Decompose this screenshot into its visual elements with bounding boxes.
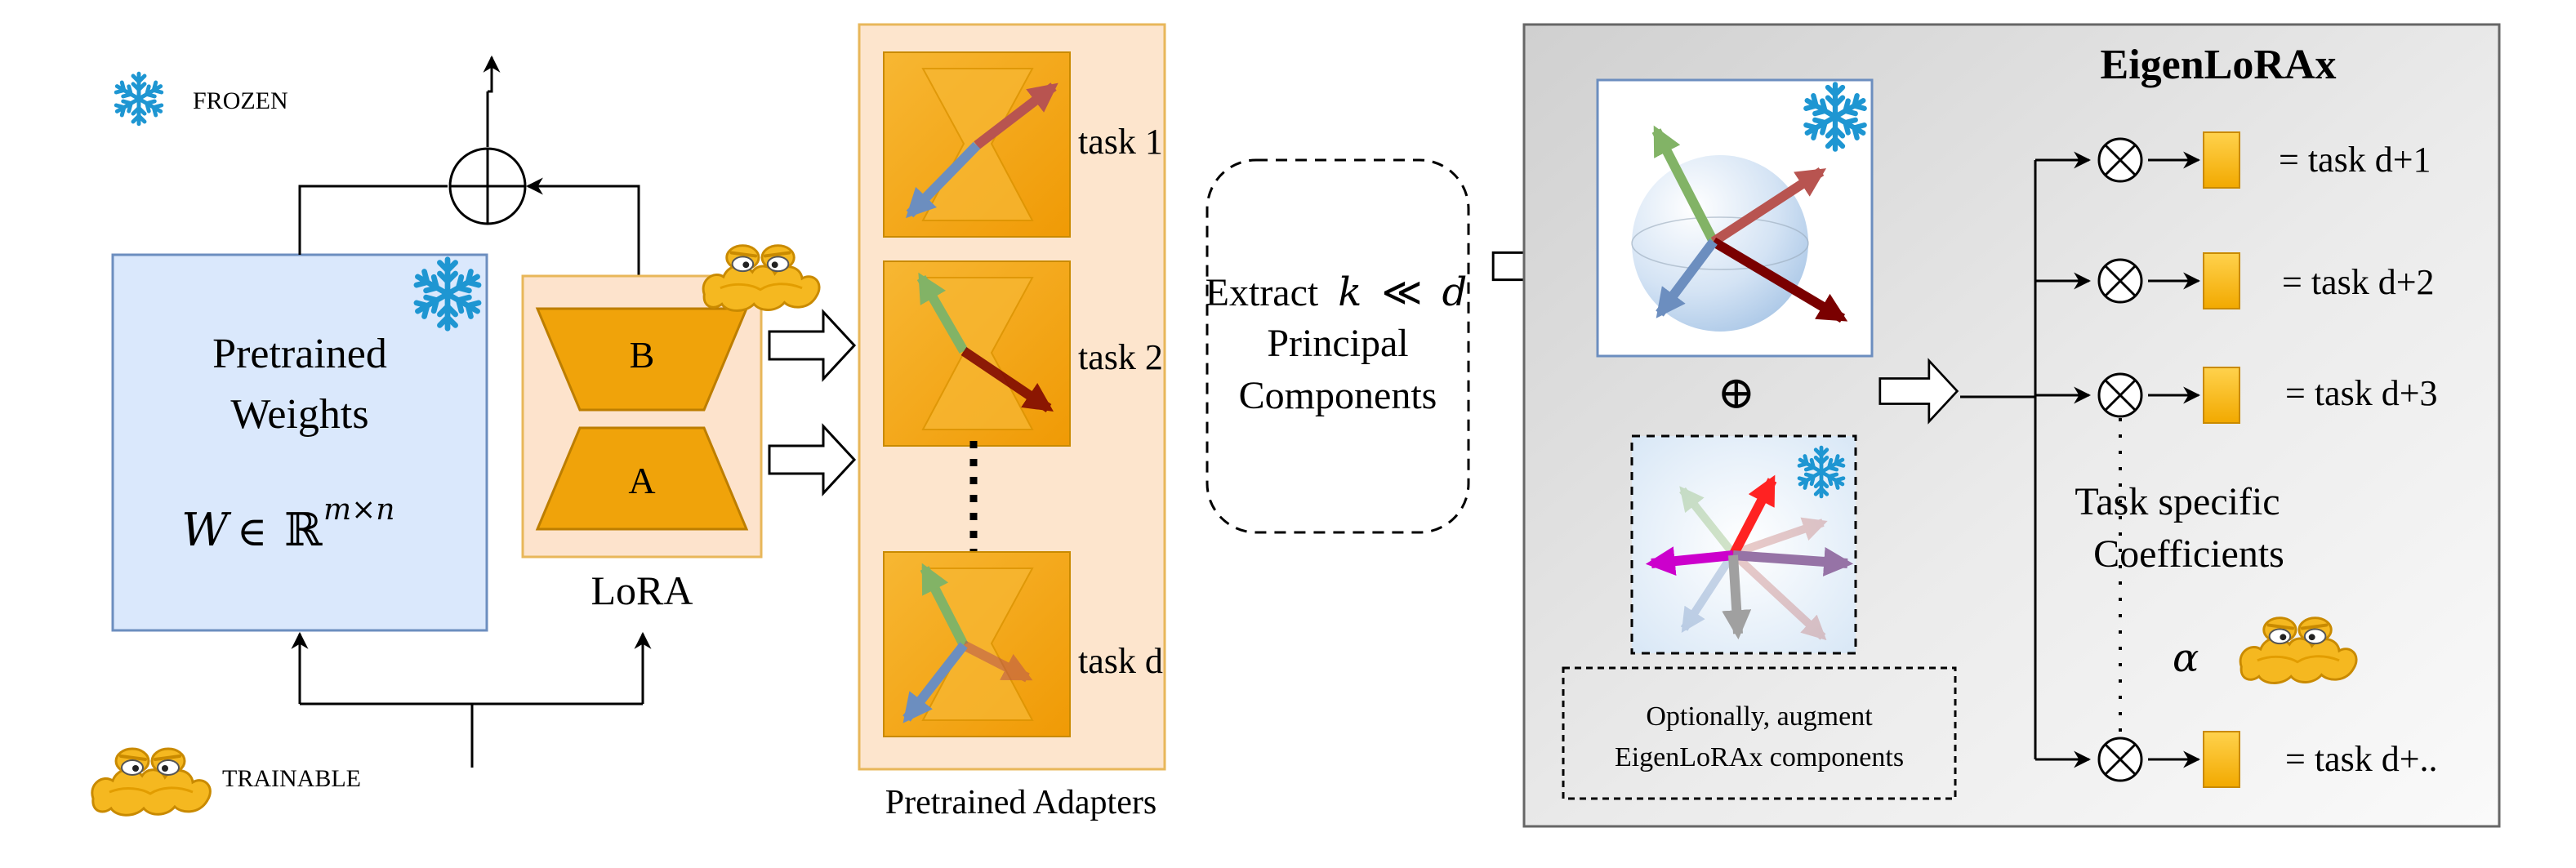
alpha-symbol: α [2173,635,2199,681]
eigenlorax-title: EigenLoRAx [2101,42,2337,88]
task-output-label: = task d+1 [2279,140,2431,180]
coefficient-box [2203,131,2240,189]
sum-node [448,147,527,225]
multiply-icon [2097,258,2143,304]
pretrained-title-line2: Weights [230,391,368,438]
extract-box [1206,158,1470,534]
legend: FROZEN TRAINABLE [90,73,361,817]
adapters-caption: Pretrained Adapters [885,784,1157,821]
coefficient-box [2203,252,2240,309]
formula-r: ℝ [284,505,323,556]
lora-a-trapezoid [535,426,749,531]
lora-b-label: B [630,334,655,376]
coefficient-box [2203,367,2240,424]
task-output-label: = task d+2 [2282,262,2435,302]
weights-formula: W ∈ ℝ m×n [181,493,395,557]
coefficient-branches [1960,151,2201,768]
task-label: task 1 [1078,122,1163,162]
task-label: task 2 [1078,337,1163,377]
lora-b-trapezoid [535,307,749,412]
task-label: task d [1078,641,1163,681]
frozen-label: FROZEN [193,87,288,114]
extract-k: k [1338,269,1362,315]
trainable-label: TRAINABLE [222,765,361,792]
multiply-icon [2097,372,2143,418]
adapter-task-2: task 2 [883,260,1163,447]
lora-block: B A LoRA [521,243,822,613]
augment-line1: Optionally, augment [1646,701,1873,732]
formula-w: W [181,504,232,557]
pretrained-title-line1: Pretrained [212,331,387,377]
pretrained-adapters-block: task 1 task 2 task d Pretrained Adapters [858,23,1166,821]
extract-line3: Components [1239,374,1437,417]
weight-lora-connectors [291,55,652,768]
pretrained-weights-box [111,253,488,632]
task-output-label: = task d+3 [2285,373,2438,413]
formula-in: ∈ [237,509,267,554]
oplus-symbol: ⊕ [1718,368,1756,419]
task-output-label: = task d+.. [2285,739,2438,779]
coefficient-box [2203,731,2240,788]
extract-ll: ≪ [1381,271,1422,314]
multiply-icon [2097,137,2143,183]
lora-a-label: A [628,460,655,501]
adapter-task-1: task 1 [883,51,1163,238]
extract-components-block: Extract k ≪ d Principal Components [1206,158,1470,534]
multiply-icon [2097,737,2143,782]
augment-note: Optionally, augment EigenLoRAx component… [1562,666,1957,800]
block-arrow-icon [768,425,856,495]
extract-line1: Extract k ≪ d [1206,269,1468,315]
block-arrow-icon [768,310,856,381]
extract-line2: Principal [1267,322,1408,365]
adapter-task-d: task d [883,551,1163,737]
principal-components-figure [1596,78,1874,358]
formula-exponent: m×n [323,493,395,527]
extract-prefix: Extract [1206,271,1319,314]
coefficients-line2: Coefficients [2093,532,2284,576]
augment-line2: EigenLoRAx components [1615,742,1904,772]
lorax-mustache-icon [702,243,822,313]
augmented-components-figure [1630,434,1857,655]
snowflake-icon [114,73,163,124]
extract-d: d [1442,269,1468,315]
lora-caption: LoRA [591,568,693,613]
lorax-mustache-icon [90,747,212,817]
pretrained-weights-block: Pretrained Weights W ∈ ℝ m×n [111,253,488,632]
coefficients-line1: Task specific [2075,480,2280,523]
eigenlorax-panel: EigenLoRAx ⊕ [1522,23,2501,828]
